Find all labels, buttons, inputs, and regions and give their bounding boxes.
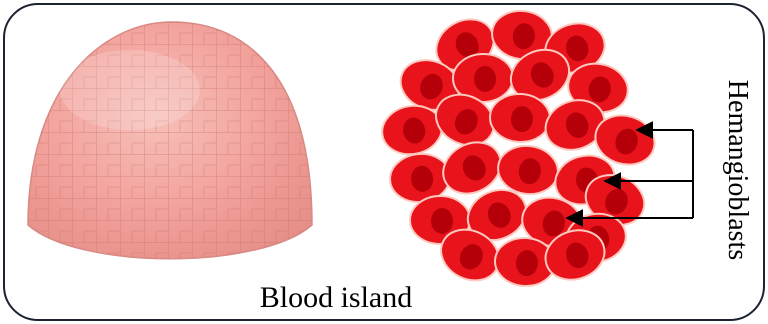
label-hemangioblasts: Hemangioblasts — [722, 80, 753, 260]
caption-blood-island: Blood island — [260, 281, 413, 314]
